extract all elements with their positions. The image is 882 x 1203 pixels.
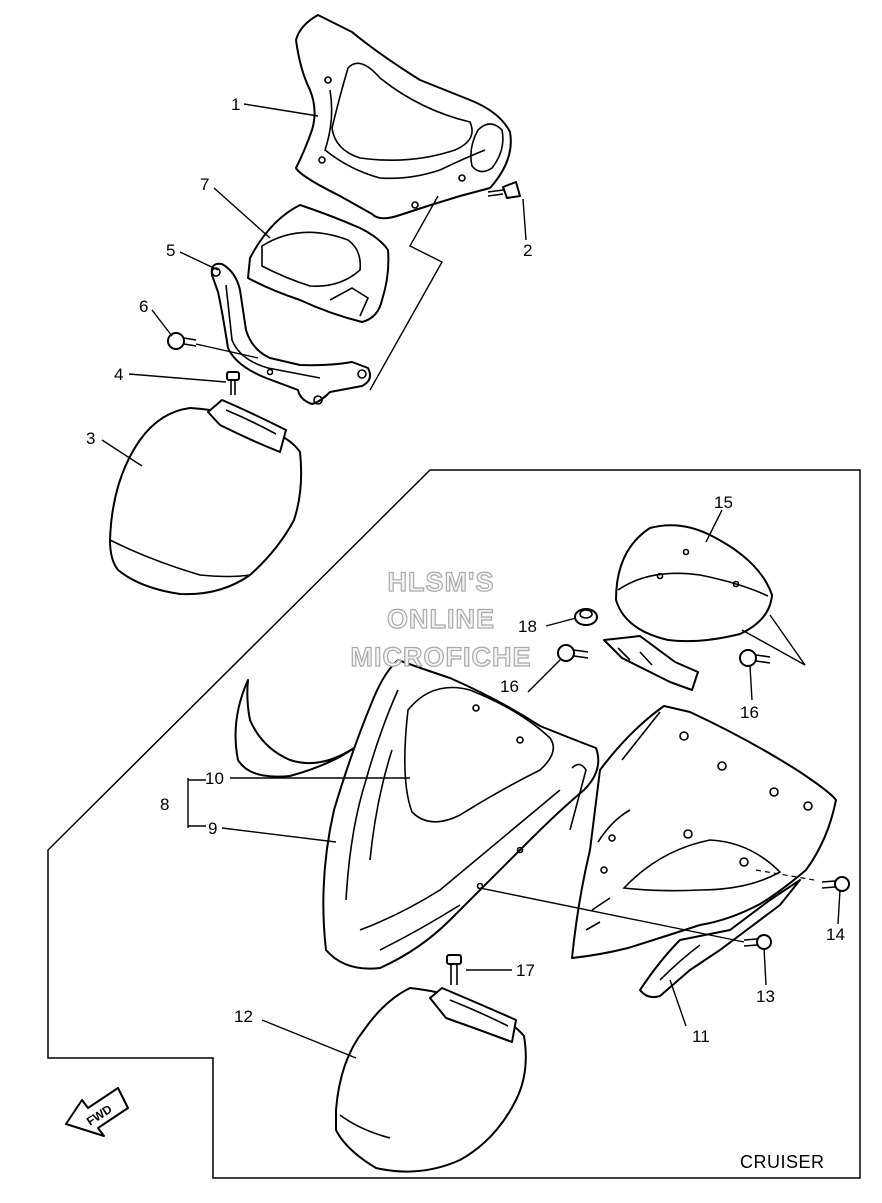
bolt-16-right[interactable] — [739, 649, 771, 667]
callout-4: 4 — [114, 365, 123, 384]
callout-2: 2 — [523, 241, 532, 260]
part-bracket[interactable] — [210, 262, 371, 405]
part-handlebar-cover[interactable] — [295, 14, 512, 220]
callout-numbers: 1 2 3 4 5 6 7 8 9 10 11 12 13 14 15 16 1… — [86, 95, 845, 1046]
screw-17[interactable] — [446, 954, 462, 985]
callout-3: 3 — [86, 429, 95, 448]
callout-15: 15 — [714, 493, 733, 512]
leader-lines — [101, 103, 841, 1059]
watermark-line-1: HLSM'S — [388, 567, 495, 597]
callout-16-left: 16 — [500, 677, 519, 696]
part-meter-visor[interactable] — [603, 524, 773, 691]
part-main-front-panel[interactable] — [322, 659, 600, 970]
bolt-16-left[interactable] — [557, 644, 589, 662]
screw-13[interactable] — [743, 934, 772, 950]
part-front-cover[interactable] — [109, 399, 303, 596]
part-lower-cover[interactable] — [335, 987, 527, 1173]
fwd-arrow-icon: FWD — [65, 1087, 129, 1137]
callout-17: 17 — [516, 961, 535, 980]
callout-1: 1 — [231, 95, 240, 114]
assembly-dashed-line — [755, 869, 815, 881]
assembly-line-top — [369, 195, 443, 391]
callout-13: 13 — [756, 987, 775, 1006]
callout-11: 11 — [692, 1027, 710, 1046]
screw-2[interactable] — [487, 181, 521, 199]
callout-6: 6 — [139, 297, 148, 316]
watermark: HLSM'S ONLINE MICROFICHE — [350, 566, 532, 672]
assembly-line-6 — [195, 343, 259, 359]
part-windshield-piece[interactable] — [234, 679, 355, 778]
callout-7: 7 — [200, 175, 209, 194]
grommet-18[interactable] — [574, 608, 598, 626]
callout-9: 9 — [208, 819, 217, 838]
callout-10: 10 — [205, 769, 224, 788]
callout-18: 18 — [518, 617, 537, 636]
callout-14: 14 — [826, 925, 845, 944]
screw-4[interactable] — [226, 371, 240, 395]
part-side-cover[interactable] — [571, 705, 837, 999]
callout-12: 12 — [234, 1007, 253, 1026]
model-label: CRUISER — [740, 1152, 825, 1172]
visor-guide-line — [741, 614, 806, 666]
callout-5: 5 — [166, 241, 175, 260]
watermark-line-2: ONLINE — [387, 604, 495, 634]
screw-14[interactable] — [821, 876, 850, 892]
bolt-6[interactable] — [167, 332, 197, 350]
part-inner-panel[interactable] — [247, 204, 390, 323]
assembly-line-13 — [479, 887, 745, 943]
callout-16-right: 16 — [740, 703, 759, 722]
watermark-line-3: MICROFICHE — [351, 642, 532, 672]
assembly-frame — [47, 469, 861, 1179]
callout-8: 8 — [160, 795, 169, 814]
